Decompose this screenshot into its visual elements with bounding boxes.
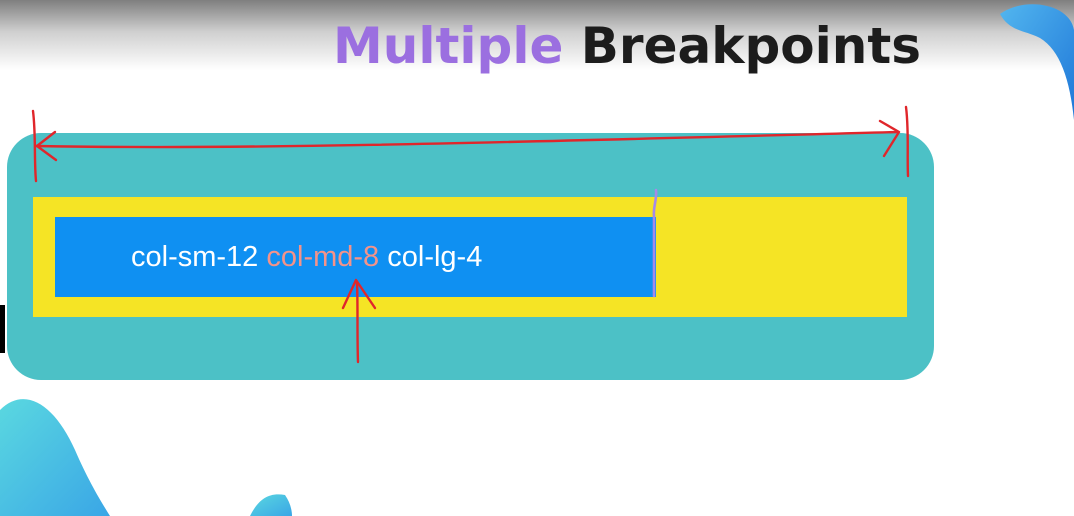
decorative-blob-bottom-left [0,399,292,516]
column-box: col-sm-12 col-md-8 col-lg-4 [55,217,656,297]
top-fade-band [0,0,1074,70]
title-word-breakpoints: Breakpoints [580,17,922,75]
column-class-label: col-sm-12 col-md-8 col-lg-4 [131,240,482,274]
class-col-lg: col-lg-4 [387,241,483,273]
page-title: Multiple Breakpoints [333,14,921,78]
edge-glyph [0,305,5,353]
row-box: col-sm-12 col-md-8 col-lg-4 [33,197,907,317]
class-col-md: col-md-8 [266,241,380,273]
class-col-sm: col-sm-12 [131,241,259,273]
decorative-blob-top-right [1000,4,1074,120]
title-word-multiple: Multiple [333,17,564,75]
container-box: col-sm-12 col-md-8 col-lg-4 [7,133,934,380]
